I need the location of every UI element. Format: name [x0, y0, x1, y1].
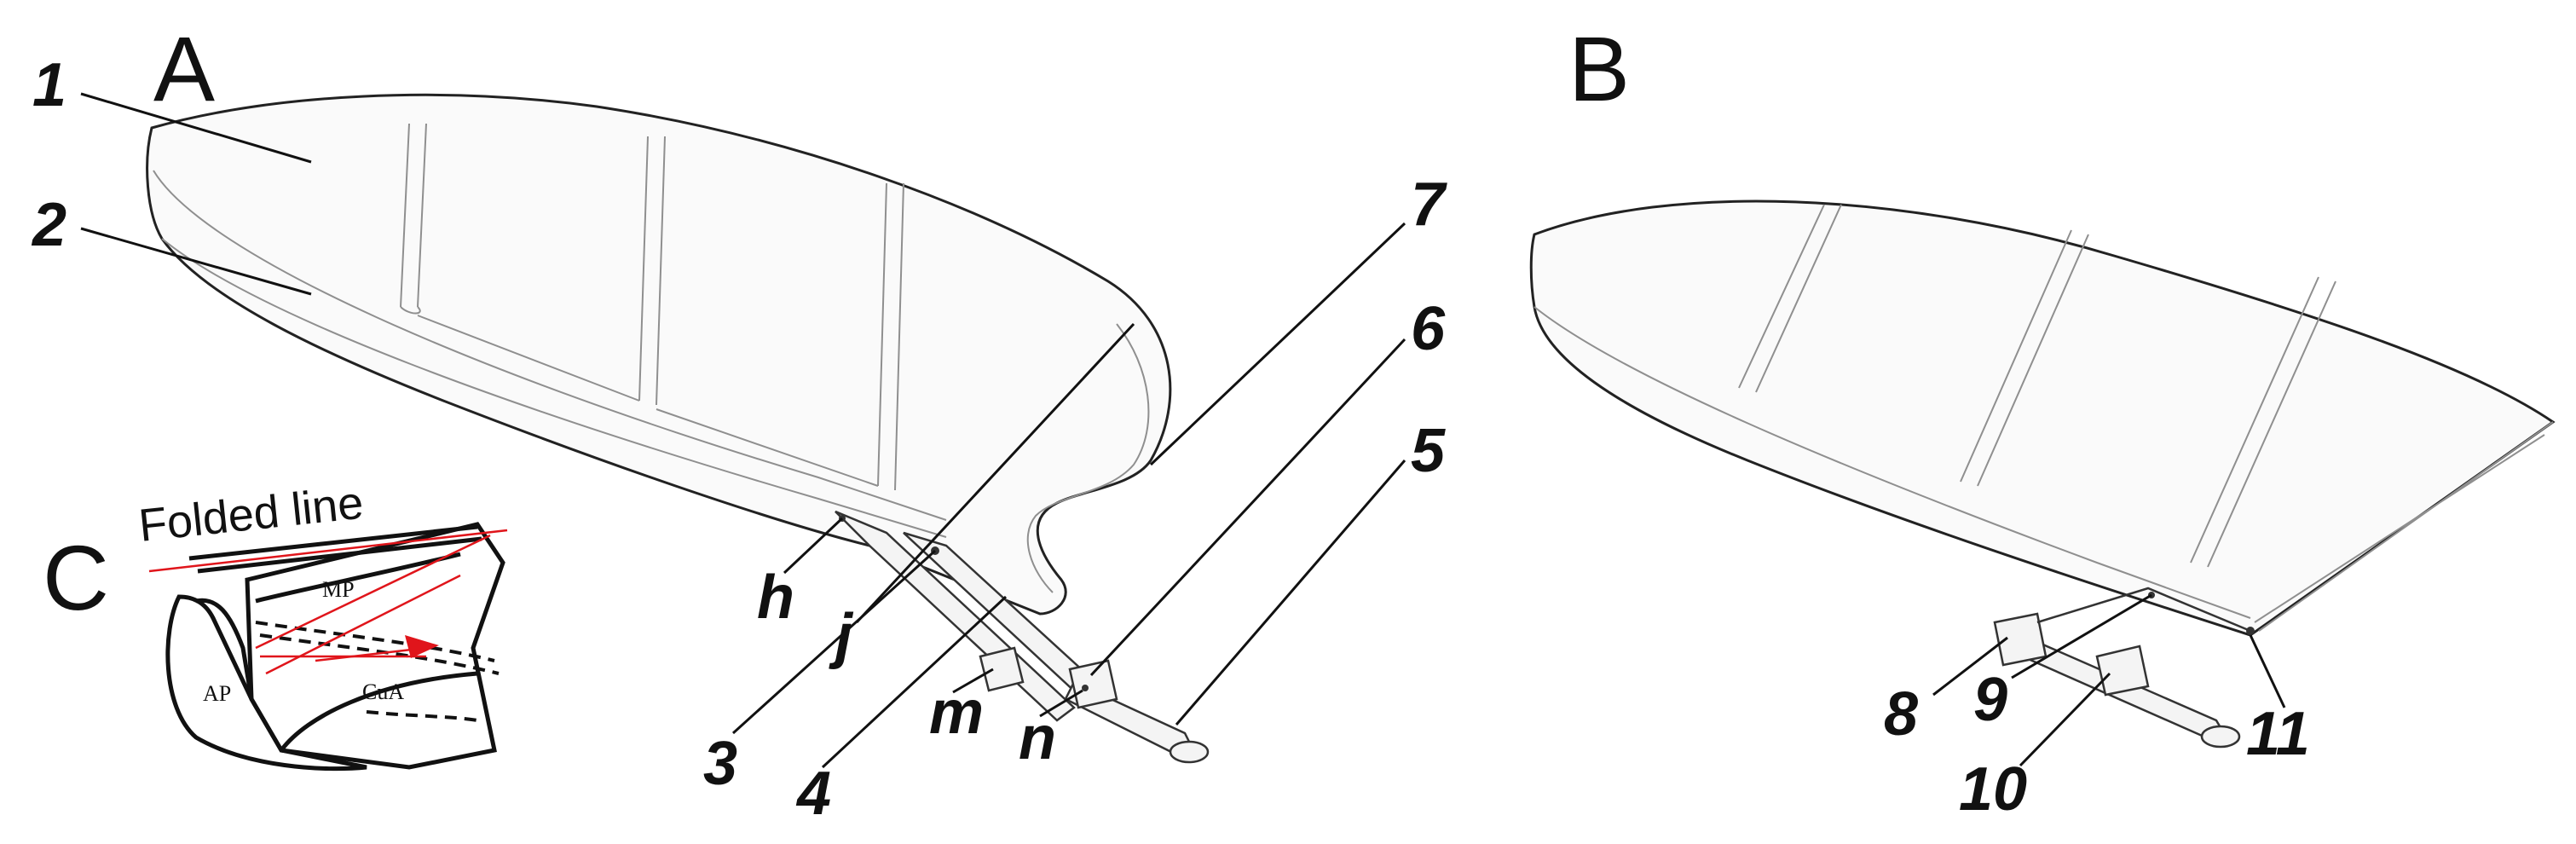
leader-j	[855, 322, 1135, 624]
leader-5	[1175, 460, 1406, 725]
leader-10	[2019, 672, 2111, 767]
callout-h: h	[757, 564, 794, 632]
panel-b: B 8 9 10 11	[1529, 17, 2556, 824]
panel-c-label: C	[43, 526, 109, 629]
wing-a-leading-vein-inner	[153, 170, 947, 521]
leader-9	[2011, 593, 2152, 679]
callout-11: 11	[2246, 700, 2310, 768]
callout-10: 10	[1959, 755, 2027, 824]
wing-a-cell-bases	[400, 306, 879, 487]
red-arrow-head	[405, 635, 439, 658]
leader-7	[1149, 222, 1406, 466]
leader-11	[2249, 634, 2286, 708]
wing-b-leading-vein	[1533, 306, 2251, 619]
callout-7: 7	[1411, 171, 1447, 239]
inset-ap-outer	[195, 598, 254, 700]
leader-6	[1089, 338, 1406, 677]
folded-line-band	[188, 524, 482, 574]
leader-2	[80, 227, 312, 296]
callout-n: n	[1019, 704, 1056, 772]
red-arrow-shaft	[315, 646, 427, 662]
callout-5: 5	[1411, 417, 1446, 485]
wing-a-fold-edge	[1026, 323, 1150, 593]
leader-3	[731, 549, 937, 735]
hinge-a-block-m	[979, 646, 1025, 692]
wing-a-cell-3	[877, 182, 904, 491]
callout-3: 3	[703, 730, 737, 798]
callout-1: 1	[32, 51, 66, 119]
inset-cua-curve	[280, 671, 478, 752]
callout-4: 4	[795, 760, 831, 828]
wing-a-cell-2	[638, 136, 666, 406]
pivot-11	[2246, 627, 2255, 635]
inset-mp-curve	[255, 552, 461, 604]
hinge-a-foot	[1169, 740, 1210, 764]
wing-b-cell-1	[1738, 204, 1842, 393]
pivot-n	[1082, 685, 1089, 691]
label-mp: MP	[322, 577, 355, 602]
callout-2: 2	[31, 191, 66, 259]
panel-b-label: B	[1568, 17, 1630, 120]
leader-n	[1039, 689, 1083, 718]
panel-a-label: A	[153, 17, 215, 120]
leader-1	[80, 92, 312, 164]
wing-a-leading-vein	[161, 238, 947, 538]
callout-9: 9	[1973, 666, 2007, 734]
leader-h	[783, 517, 844, 575]
red-line-diag-2	[255, 534, 491, 650]
wing-b-trailing-fold	[2254, 421, 2554, 632]
folded-line-label: Folded line	[136, 477, 366, 552]
hinge-a-block-n	[1068, 659, 1118, 709]
inset-vein-cua	[366, 710, 478, 722]
inset-vein-upper	[255, 621, 495, 662]
label-cua: CuA	[362, 679, 404, 704]
leader-8	[1932, 636, 2008, 697]
wing-b-cell-3	[2190, 276, 2336, 568]
leader-4	[821, 595, 1008, 769]
label-ap: AP	[203, 681, 231, 706]
wing-a-cell-1	[400, 123, 427, 308]
panel-c: C Folded line MP AP CuA	[43, 477, 508, 772]
leader-m	[952, 668, 994, 694]
wing-b-membrane	[1529, 199, 2556, 637]
hinge-b-foot	[2200, 725, 2241, 749]
callout-6: 6	[1411, 295, 1446, 363]
red-line-top	[148, 529, 508, 573]
hinge-b-link	[2036, 587, 2251, 633]
wing-b-cell-2	[1960, 229, 2089, 487]
callout-8: 8	[1884, 680, 1918, 749]
inset-ap-lobe	[165, 594, 367, 772]
hinge-b-block-10	[2095, 645, 2150, 697]
panel-a: A 1 2 7 6 5 h j m n 3 4	[31, 17, 1447, 828]
